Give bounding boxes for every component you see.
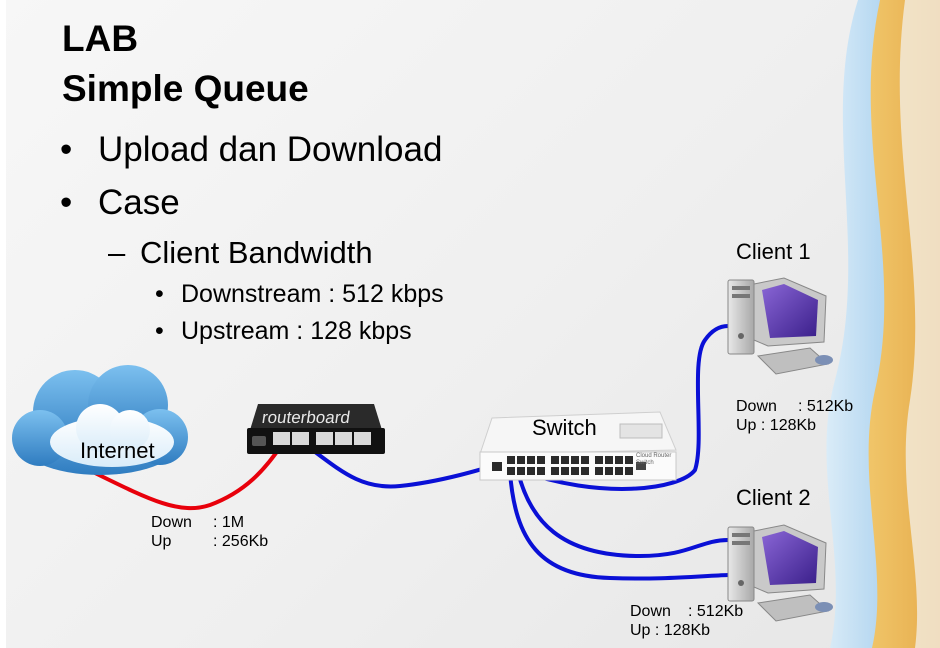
bullet-text: Case: [98, 183, 180, 222]
switch-port: [615, 456, 623, 464]
switch-brand-label: Cloud Router Switch: [636, 453, 672, 466]
switch-port: [595, 456, 603, 464]
decorative-waves: [826, 0, 940, 648]
switch-port: [517, 467, 525, 475]
client1-up-line: Up : 128Kb: [736, 417, 817, 434]
switch-port: [615, 467, 623, 475]
internet-cloud-icon: [12, 365, 188, 475]
wan-cable: [94, 441, 285, 511]
sub-sub-bullet-text: Upstream : 128 kbps: [181, 317, 412, 345]
switch-label: Switch: [532, 415, 597, 440]
client2-limits: Down : 512Kb Up : 128Kb: [630, 602, 743, 640]
cables: [94, 324, 729, 581]
switch-port: [527, 467, 535, 475]
sub-bullet-client-bandwidth: –Client Bandwidth: [108, 235, 373, 271]
switch-client2-cable-a: [516, 471, 729, 559]
switch-client1-cable: [517, 324, 729, 491]
switch-port: [605, 467, 613, 475]
client2-up-line: Up : 128Kb: [630, 622, 711, 639]
client2-down-value: : 512Kb: [688, 603, 744, 620]
client1-label: Client 1: [736, 239, 811, 264]
switch-port: [571, 467, 579, 475]
switch-port: [605, 456, 613, 464]
bullet-marker: •: [60, 183, 73, 222]
client1-computer-icon: [727, 277, 833, 375]
sub-sub-bullet-text: Downstream : 512 kbps: [181, 280, 444, 308]
switch-port: [537, 456, 545, 464]
slide-title-line2: Simple Queue: [62, 68, 309, 109]
sub-bullet-text: Client Bandwidth: [140, 235, 373, 270]
slide-title-line1: LAB: [62, 18, 139, 59]
switch-port: [561, 467, 569, 475]
switch-icon: [479, 411, 677, 481]
switch-port: [625, 456, 633, 464]
switch-port: [571, 456, 579, 464]
bullet-marker: •: [155, 280, 164, 308]
uplink-limits: Down : 1M Up : 256Kb: [151, 513, 268, 551]
client2-down-key: Down: [630, 603, 671, 620]
uplink-down-key: Down: [151, 514, 192, 531]
router-brand-label: routerboard: [260, 408, 352, 427]
switch-port: [517, 456, 525, 464]
bullet-upload-download: • Upload dan Download: [60, 130, 442, 170]
switch-port: [551, 467, 559, 475]
sub-sub-bullet-downstream: • Downstream : 512 kbps: [155, 280, 444, 309]
bullet-text: Upload dan Download: [98, 130, 443, 169]
switch-port: [537, 467, 545, 475]
sub-sub-bullet-upstream: • Upstream : 128 kbps: [155, 317, 412, 346]
switch-port: [561, 456, 569, 464]
client1-down-key: Down: [736, 398, 777, 415]
switch-port: [551, 456, 559, 464]
internet-label: Internet: [80, 438, 155, 463]
switch-port: [507, 456, 515, 464]
client2-computer-icon: [727, 524, 833, 622]
switch-port: [625, 467, 633, 475]
switch-port: [507, 467, 515, 475]
client1-down-value: : 512Kb: [798, 398, 854, 415]
client2-label: Client 2: [736, 485, 811, 510]
uplink-up-key: Up: [151, 533, 172, 550]
bullet-marker: •: [155, 317, 164, 345]
switch-port: [595, 467, 603, 475]
uplink-up-value: : 256Kb: [213, 533, 269, 550]
switch-client2-cable-b: [508, 471, 729, 581]
dash-marker: –: [108, 235, 126, 270]
router-icon: [247, 404, 385, 454]
uplink-down-value: : 1M: [213, 514, 245, 531]
switch-port: [527, 456, 535, 464]
bullet-case: • Case: [60, 183, 180, 223]
switch-port: [581, 467, 589, 475]
bullet-marker: •: [60, 130, 73, 169]
client1-limits: Down : 512Kb Up : 128Kb: [736, 397, 853, 435]
switch-port: [581, 456, 589, 464]
